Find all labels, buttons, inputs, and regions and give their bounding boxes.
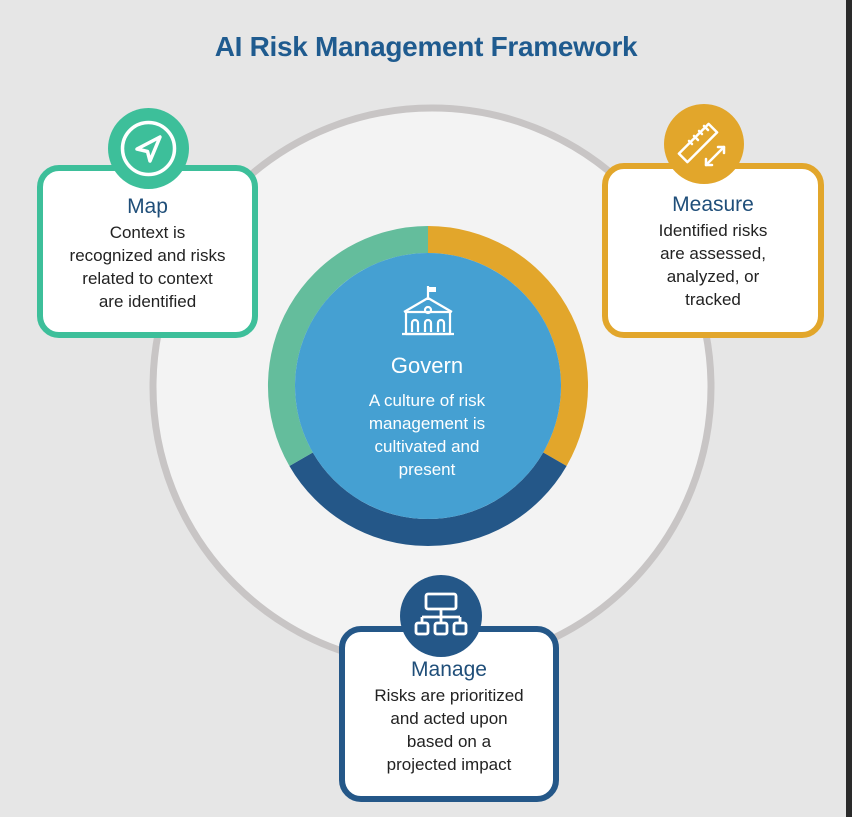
- govern-title: Govern: [390, 353, 464, 378]
- govern-description-line: present: [398, 460, 456, 479]
- map-description-line: recognized and risks: [69, 246, 226, 265]
- measure-description-line: Identified risks: [658, 221, 768, 240]
- map-title: Map: [127, 195, 168, 218]
- manage-description-line: based on a: [406, 732, 492, 751]
- govern-circle: [295, 253, 561, 519]
- manage-description: Risks are prioritized and acted upon bas…: [351, 684, 547, 776]
- map-description-line: are identified: [98, 292, 197, 311]
- measure-description-line: are assessed,: [660, 244, 766, 263]
- school-building-icon: [402, 286, 454, 336]
- hierarchy-icon: [414, 592, 468, 636]
- measure-description-line: analyzed, or: [666, 267, 760, 286]
- ring-segment-map: [267, 225, 428, 466]
- measure-description-line: tracked: [685, 290, 741, 309]
- measure-description: Identified risks are assessed, analyzed,…: [614, 219, 812, 311]
- ring-segment-manage: [289, 452, 567, 547]
- map-description-line: Context is: [109, 223, 186, 242]
- manage-description-line: and acted upon: [390, 709, 508, 728]
- map-card: Map Context is recognized and risks rela…: [37, 165, 258, 338]
- map-description: Context is recognized and risks related …: [49, 221, 246, 313]
- govern-description: A culture of risk management is cultivat…: [329, 389, 525, 481]
- manage-description-line: projected impact: [386, 755, 512, 774]
- manage-title: Manage: [411, 658, 487, 681]
- measure-title: Measure: [672, 193, 754, 216]
- ring-segment-measure: [428, 226, 589, 466]
- ruler-icon: [677, 122, 726, 167]
- govern-description-line: cultivated and: [374, 437, 480, 456]
- measure-icon-badge: [664, 104, 744, 184]
- map-description-line: related to context: [82, 269, 213, 288]
- map-icon-badge: [108, 108, 189, 189]
- manage-description-line: Risks are prioritized: [374, 686, 524, 705]
- right-edge-bar: [846, 0, 852, 817]
- measure-card: Measure Identified risks are assessed, a…: [602, 163, 824, 338]
- govern-description-line: management is: [368, 414, 486, 433]
- navigation-arrow-icon: [120, 120, 177, 177]
- page-title: AI Risk Management Framework: [214, 31, 638, 62]
- manage-icon-badge: [400, 575, 482, 657]
- govern-description-line: A culture of risk: [368, 391, 486, 410]
